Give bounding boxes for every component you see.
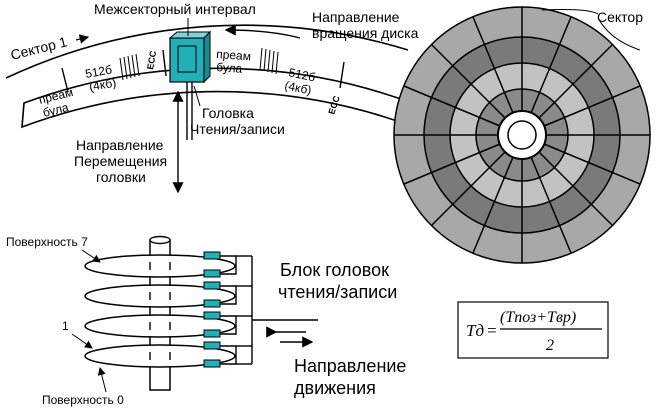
motion-label-1: Направление xyxy=(294,356,406,376)
platter xyxy=(84,254,236,278)
formula-lhs: Tд xyxy=(466,321,484,340)
surface0-leader xyxy=(97,367,107,393)
head-block-label-2: чтения/записи xyxy=(278,282,397,302)
hatch-field-right xyxy=(259,47,279,75)
head-label-2: Чтения/записи xyxy=(190,121,285,137)
data-size-left-2: (4кб) xyxy=(88,75,117,93)
disk-platter xyxy=(393,6,651,264)
surface1-leader xyxy=(71,333,93,349)
data-size-right-2: (4кб) xyxy=(283,78,312,97)
disk-spindle-hole xyxy=(507,120,537,150)
platter xyxy=(84,284,236,308)
head-move-label-3: головки xyxy=(96,169,146,185)
sector-separator xyxy=(61,67,69,93)
hatch-field-left xyxy=(119,53,140,81)
sector1-label: Сектор 1 xyxy=(9,33,69,63)
formula-box: Tд = (Tпоз+Tвр) 2 xyxy=(457,301,609,359)
leader-head xyxy=(193,85,201,107)
head-move-label-2: Перемещения xyxy=(74,153,167,169)
head-arms xyxy=(220,255,318,365)
sector-bracket xyxy=(541,9,599,15)
sector-separator xyxy=(162,49,167,77)
platter xyxy=(84,344,236,368)
surface7-label: Поверхность 7 xyxy=(6,235,88,249)
motion-label-2: движения xyxy=(294,378,376,398)
platter xyxy=(84,314,236,338)
sector-separator xyxy=(339,61,345,89)
data-size-right-1: 512б xyxy=(287,65,316,84)
formula-numerator: (Tпоз+Tвр) xyxy=(500,309,576,326)
read-write-head xyxy=(169,37,205,83)
formula-eq: = xyxy=(486,321,497,340)
head-label-1: Головка xyxy=(202,105,254,121)
platter-stack xyxy=(84,235,318,391)
surface0-label: Поверхность 0 xyxy=(42,393,124,407)
preamble-label-right-1: преам xyxy=(216,47,252,63)
preamble-label-right-2: була xyxy=(216,60,243,76)
head-move-label-1: Направление xyxy=(76,137,164,153)
preamble-label-left-2: була xyxy=(41,100,70,120)
ecc-label-left: ECC xyxy=(145,49,158,70)
sector-dividers xyxy=(394,7,650,263)
rotation-arrow xyxy=(224,24,301,39)
sector-bracket-2 xyxy=(597,17,641,51)
rotation-direction-label-1: Направление xyxy=(312,9,400,25)
intersector-gap-label: Межсекторный интервал xyxy=(94,1,256,17)
surface1-label: 1 xyxy=(62,319,69,333)
head-block-label-1: Блок головок xyxy=(280,260,389,280)
formula-denominator: 2 xyxy=(546,337,554,354)
track-segment: преам була 512б (4кб) ECC преам була 512… xyxy=(5,24,415,140)
data-size-left-1: 512б xyxy=(84,62,113,80)
rotation-direction-label-2: вращения диска xyxy=(312,25,419,41)
track-outer-arc xyxy=(5,24,409,79)
sector-label: Сектор xyxy=(597,9,643,25)
sector1-arrow xyxy=(75,34,90,44)
surface7-leader xyxy=(81,249,101,263)
